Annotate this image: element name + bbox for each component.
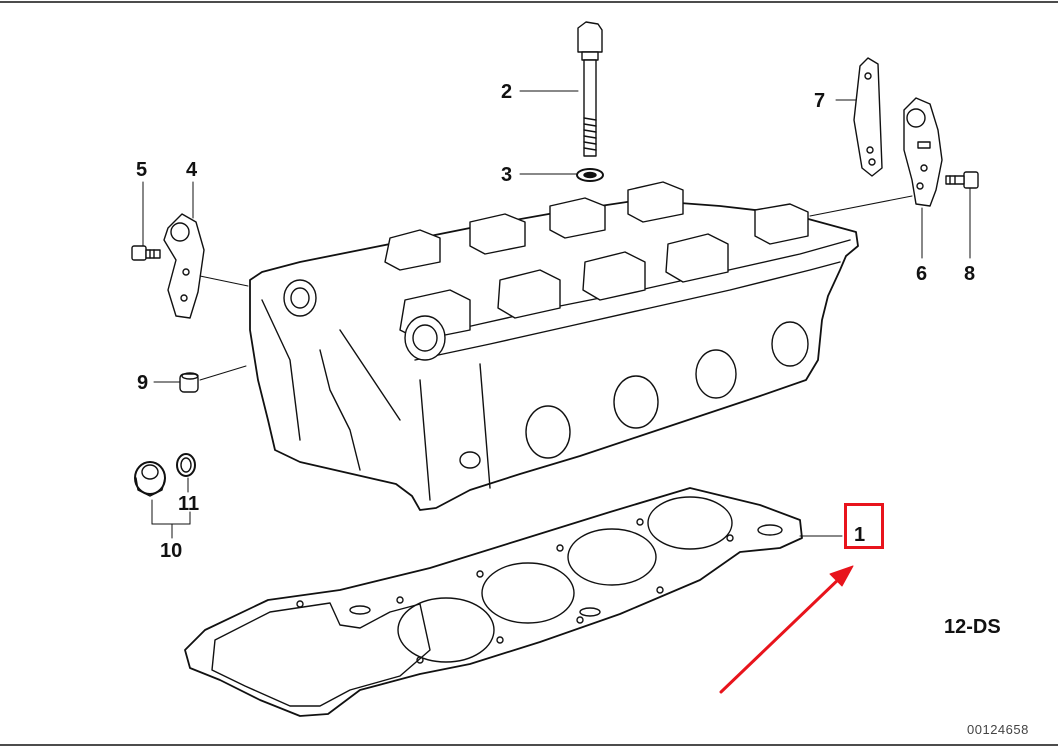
callout-part-1[interactable]: 1 <box>854 524 866 546</box>
sleeve-9 <box>179 372 199 393</box>
callout-part-6[interactable]: 6 <box>916 263 928 285</box>
catalog-number: 00124658 <box>967 722 1029 737</box>
callout-part-8[interactable]: 8 <box>964 263 976 285</box>
bracket-7 <box>853 57 883 177</box>
lifting-eye-4 <box>163 213 205 319</box>
head-gasket <box>184 487 803 717</box>
bolt-8 <box>945 171 979 189</box>
cylinder-head <box>249 181 859 511</box>
callout-part-10[interactable]: 10 <box>160 540 183 562</box>
callout-part-5[interactable]: 5 <box>136 159 148 181</box>
bolt-washer <box>576 168 604 182</box>
bolt-5 <box>131 245 161 261</box>
highlight-arrow <box>719 565 854 694</box>
callout-part-11[interactable]: 11 <box>178 493 200 515</box>
lifting-eye-6 <box>903 97 943 207</box>
cylinder-head-bolt <box>577 21 603 157</box>
part-1-highlight-box <box>844 503 884 549</box>
callout-part-2[interactable]: 2 <box>501 81 513 103</box>
diagram-code-label: 12-DS <box>944 616 1001 638</box>
callout-part-7[interactable]: 7 <box>814 90 826 112</box>
valve-stem-seal <box>134 461 166 497</box>
callout-part-3[interactable]: 3 <box>501 164 513 186</box>
callout-part-9[interactable]: 9 <box>137 372 149 394</box>
leader-lines <box>142 90 971 539</box>
seal-ring-11 <box>176 453 196 477</box>
callout-part-4[interactable]: 4 <box>186 159 198 181</box>
